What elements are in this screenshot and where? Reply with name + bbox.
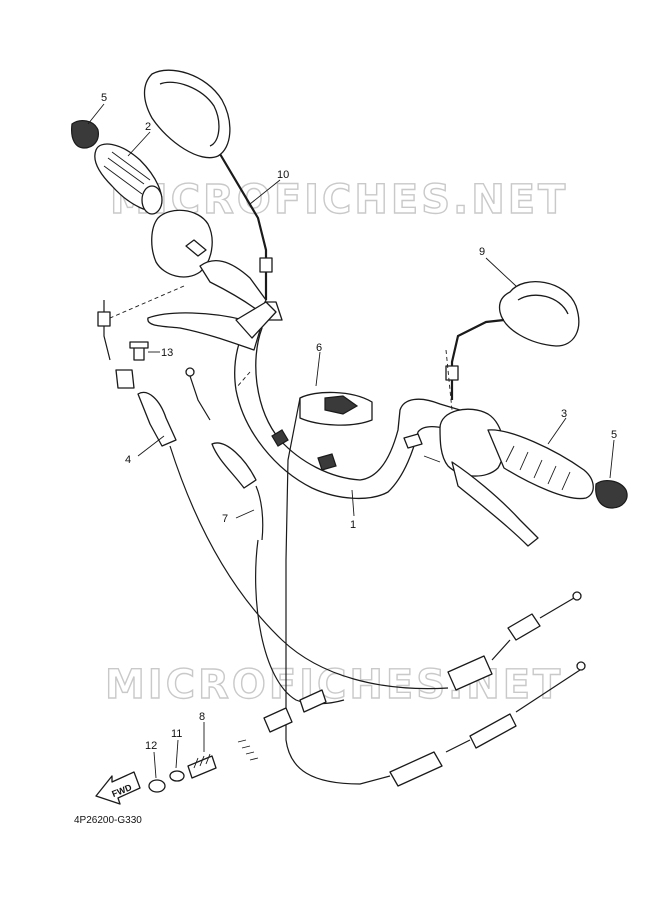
callout-9: 9 (479, 246, 485, 258)
mirror-right (445, 281, 580, 400)
clutch-cable (97, 300, 582, 691)
watermark-bottom: MICROFICHES.NET (105, 662, 563, 708)
callout-13: 13 (161, 347, 173, 359)
callout-5-left: 5 (101, 92, 107, 104)
right-grip-assembly (403, 408, 628, 547)
callout-8: 8 (199, 711, 205, 723)
throttle-cable-2 (285, 397, 586, 787)
callout-2: 2 (145, 121, 151, 133)
callout-4: 4 (125, 454, 131, 466)
bolt-13 (129, 341, 149, 361)
callout-7: 7 (222, 513, 228, 525)
left-grip-assembly (71, 120, 277, 351)
cable-joiner (148, 689, 327, 793)
mirror-left (143, 69, 283, 321)
throttle-cable-1 (185, 367, 345, 705)
callout-5-right: 5 (611, 429, 617, 441)
callout-12: 12 (145, 740, 157, 752)
callout-11: 11 (171, 728, 182, 740)
callout-10: 10 (277, 169, 289, 181)
callout-6: 6 (316, 342, 322, 354)
fwd-arrow-icon: FWD (95, 771, 141, 805)
handlebar (234, 325, 461, 500)
callout-3: 3 (561, 408, 567, 420)
callout-1: 1 (350, 519, 356, 531)
drawing-code: 4P26200-G330 (74, 815, 142, 826)
leader-lines (87, 103, 615, 779)
